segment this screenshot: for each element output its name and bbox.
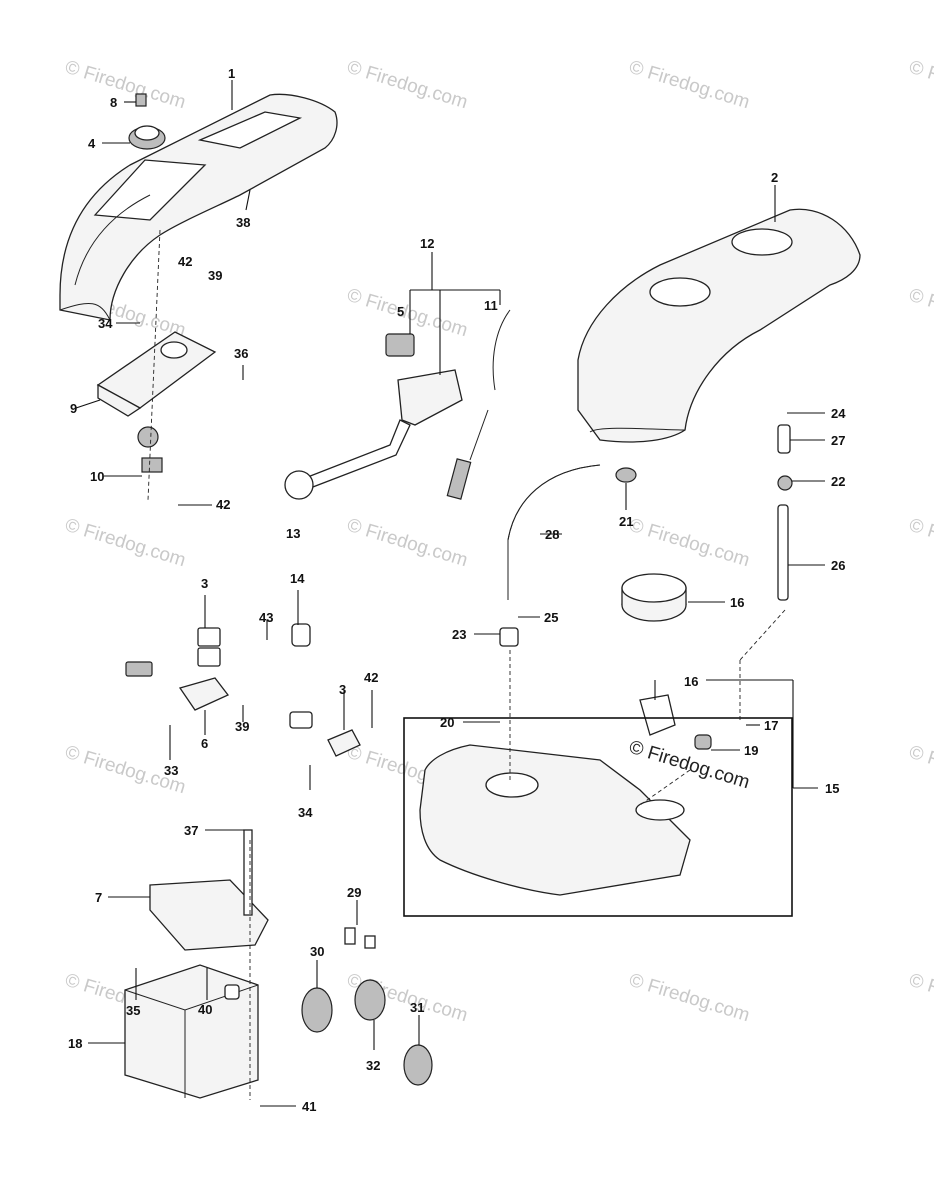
callout-6: 6 — [201, 736, 208, 751]
watermark: © Firedog.com — [345, 515, 471, 572]
callout-41: 41 — [302, 1099, 316, 1114]
part-fuel-line — [499, 464, 637, 647]
callout-40: 40 — [198, 1002, 212, 1017]
callout-42: 42 — [178, 254, 192, 269]
callout-labels: 1 2 8 4 38 12 42 39 5 11 34 36 9 10 42 1… — [68, 66, 846, 1114]
callout-16: 16 — [730, 595, 744, 610]
watermark: © Firedog.com — [63, 57, 189, 114]
callout-39b: 39 — [235, 719, 249, 734]
callout-34: 34 — [98, 316, 113, 331]
part-switch-assembly — [125, 623, 361, 757]
watermark: © Firedog.com — [907, 515, 934, 572]
callout-19: 19 — [744, 743, 758, 758]
callout-11: 11 — [484, 298, 498, 313]
callout-25: 25 — [544, 610, 558, 625]
callout-42c: 42 — [364, 670, 378, 685]
callout-8: 8 — [110, 95, 117, 110]
callout-32: 32 — [366, 1058, 380, 1073]
callout-42b: 42 — [216, 497, 230, 512]
part-vent-tube — [777, 424, 793, 601]
callout-38: 38 — [236, 215, 250, 230]
watermark: © Firedog.com — [627, 57, 753, 114]
leader-lines — [75, 80, 825, 1107]
callout-7: 7 — [95, 890, 102, 905]
callout-22: 22 — [831, 474, 845, 489]
watermark: © Firedog.com — [907, 285, 934, 342]
callout-31: 31 — [410, 1000, 424, 1015]
watermark: © Firedog.com — [627, 515, 753, 572]
callout-4: 4 — [88, 136, 96, 151]
callout-29: 29 — [347, 885, 361, 900]
callout-14: 14 — [290, 571, 305, 586]
callout-16b: 16 — [684, 674, 698, 689]
watermark: © Firedog.com — [627, 970, 753, 1027]
callout-28: 28 — [545, 527, 559, 542]
part-left-fender-console — [59, 93, 338, 321]
callout-27: 27 — [831, 433, 845, 448]
callout-36: 36 — [234, 346, 248, 361]
part-fuel-tank — [403, 717, 793, 917]
watermark: © Firedog.com — [907, 742, 934, 799]
callout-21: 21 — [619, 514, 633, 529]
callout-1: 1 — [228, 66, 235, 81]
part-bracket — [96, 331, 217, 473]
watermark: © Firedog.com — [345, 57, 471, 114]
callout-13: 13 — [286, 526, 300, 541]
part-fuel-cap — [621, 573, 687, 736]
part-right-fender — [577, 208, 861, 443]
callout-35: 35 — [126, 1003, 140, 1018]
callout-24: 24 — [831, 406, 846, 421]
callout-26: 26 — [831, 558, 845, 573]
part-battery — [124, 829, 269, 1099]
callout-2: 2 — [771, 170, 778, 185]
watermark-main: © Firedog.com — [627, 737, 753, 794]
callout-33: 33 — [164, 763, 178, 778]
callout-34b: 34 — [298, 805, 313, 820]
callout-15: 15 — [825, 781, 839, 796]
callout-5: 5 — [397, 304, 404, 319]
watermark: © Firedog.com — [345, 285, 471, 342]
callout-20: 20 — [440, 715, 454, 730]
callout-30: 30 — [310, 944, 324, 959]
callout-12: 12 — [420, 236, 434, 251]
callout-10: 10 — [90, 469, 104, 484]
callout-23: 23 — [452, 627, 466, 642]
watermark: © Firedog.com — [907, 57, 934, 114]
callout-18: 18 — [68, 1036, 82, 1051]
callout-37: 37 — [184, 823, 198, 838]
callout-9: 9 — [70, 401, 77, 416]
part-throttle-assembly — [284, 309, 511, 500]
callout-43: 43 — [259, 610, 273, 625]
watermark: © Firedog.com — [907, 970, 934, 1027]
part-ignition-switch — [128, 93, 166, 150]
callout-17: 17 — [764, 718, 778, 733]
callout-39: 39 — [208, 268, 222, 283]
callout-3b: 3 — [339, 682, 346, 697]
watermark: © Firedog.com — [63, 515, 189, 572]
callout-3: 3 — [201, 576, 208, 591]
